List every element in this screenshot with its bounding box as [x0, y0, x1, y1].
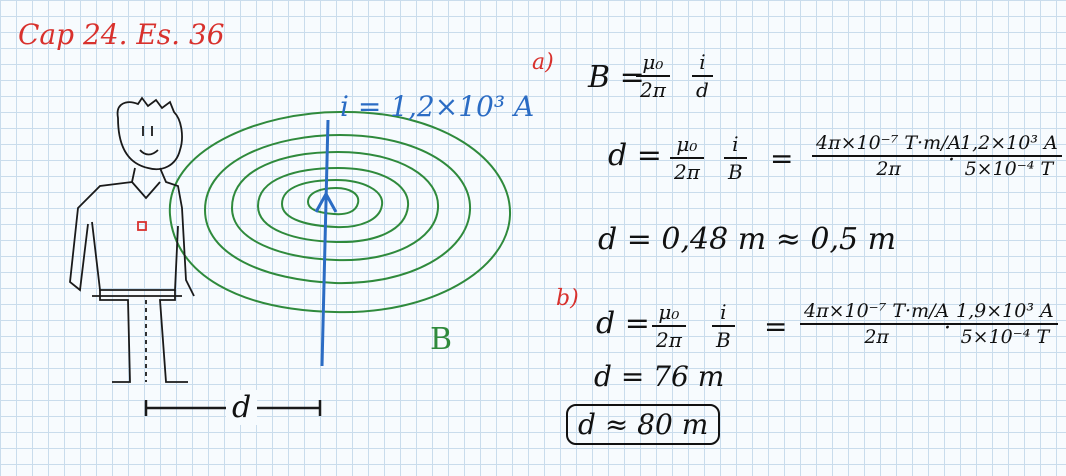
current-label: i = 1,2×10³ A — [340, 90, 535, 123]
numerator: 1,2×10³ A — [960, 132, 1058, 154]
solve-a-constant-fraction: 4π×10⁻⁷ T·m/A 2π — [812, 132, 966, 180]
solve-b-constant-fraction: 4π×10⁻⁷ T·m/A 2π — [800, 300, 954, 348]
field-line — [280, 178, 384, 229]
result-b: d = 76 m — [594, 360, 725, 393]
solve-a-dot: · — [948, 148, 955, 173]
solve-a-mu-over-2pi: μ₀ 2π — [670, 132, 704, 184]
denominator: 2π — [876, 158, 901, 180]
two-pi: 2π — [656, 328, 682, 352]
mu0: μ₀ — [642, 50, 664, 74]
current-symbol: i — [732, 132, 739, 156]
final-answer-box: d ≈ 80 m — [566, 404, 721, 445]
field-label: B — [430, 322, 453, 357]
two-pi: 2π — [674, 160, 700, 184]
field-symbol: B — [728, 160, 743, 184]
field-symbol: B — [716, 328, 731, 352]
numerator: 4π×10⁻⁷ T·m/A — [816, 132, 962, 154]
solve-b-value-fraction: 1,9×10³ A 5×10⁻⁴ T — [952, 300, 1058, 348]
current-symbol: i — [699, 50, 706, 74]
solve-b-dot: · — [944, 316, 951, 341]
distance-symbol: d — [696, 78, 709, 102]
field-line — [256, 166, 410, 244]
formula-mu-over-2pi: μ₀ 2π — [636, 50, 670, 102]
formula-i-over-d: i d — [692, 50, 713, 102]
solve-b-i-over-B: i B — [712, 300, 735, 352]
denominator: 5×10⁻⁴ T — [964, 158, 1054, 180]
current-wire — [314, 119, 338, 367]
mu0: μ₀ — [658, 300, 680, 324]
mu0: μ₀ — [676, 132, 698, 156]
field-lines — [168, 110, 512, 314]
solve-a-equals: = — [770, 142, 794, 175]
solve-a-value-fraction: 1,2×10³ A 5×10⁻⁴ T — [956, 132, 1062, 180]
page-title: Cap 24. Es. 36 — [18, 18, 225, 51]
two-pi: 2π — [640, 78, 666, 102]
field-line — [168, 110, 512, 314]
part-a-label: a) — [532, 50, 554, 75]
field-line — [306, 186, 360, 216]
field-line — [230, 150, 440, 262]
solve-a-lhs: d = — [608, 138, 662, 173]
field-line — [203, 133, 472, 285]
formula-lhs: B = — [588, 60, 645, 95]
numerator: 1,9×10³ A — [956, 300, 1054, 322]
part-b-label: b) — [556, 286, 579, 311]
result-a: d = 0,48 m ≈ 0,5 m — [598, 222, 897, 257]
current-symbol: i — [720, 300, 727, 324]
denominator: 2π — [864, 326, 889, 348]
solve-a-i-over-B: i B — [724, 132, 747, 184]
person-figure — [69, 96, 195, 383]
denominator: 5×10⁻⁴ T — [960, 326, 1050, 348]
solve-b-mu-over-2pi: μ₀ 2π — [652, 300, 686, 352]
distance-label: d — [226, 390, 258, 425]
solve-b-equals: = — [764, 310, 788, 343]
solve-b-lhs: d = — [596, 306, 650, 341]
numerator: 4π×10⁻⁷ T·m/A — [804, 300, 950, 322]
